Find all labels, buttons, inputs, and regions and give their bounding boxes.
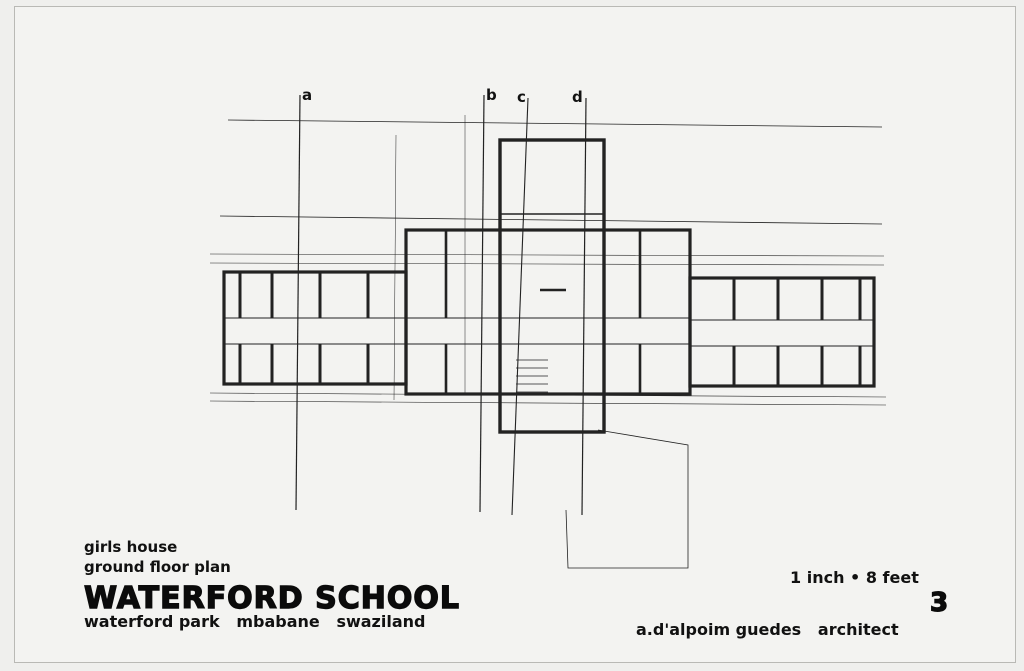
drawing-sheet [14, 6, 1016, 663]
architect-credit: a.d'alpoim guedes architect [636, 620, 899, 639]
east-wing [688, 276, 876, 388]
west-wing [222, 270, 408, 386]
section-label-c: c [517, 88, 526, 106]
section-line-b [479, 94, 485, 513]
central-hall [498, 138, 606, 434]
drawing-title: ground floor plan [84, 558, 231, 576]
drawing-subject: girls house [84, 538, 178, 556]
school-location: waterford park mbabane swaziland [84, 612, 426, 631]
sheet-number: 3 [929, 588, 950, 618]
drawing-scale: 1 inch • 8 feet [790, 568, 919, 587]
dimension-line-top [227, 119, 883, 128]
section-label-b: b [486, 86, 497, 104]
school-name: WATERFORD SCHOOL [83, 581, 460, 616]
dimension-line-mid [219, 215, 883, 225]
section-line-c [511, 97, 529, 516]
section-line-a [295, 94, 301, 511]
section-label-d: d [572, 88, 583, 106]
section-label-a: a [302, 86, 313, 104]
section-line-d [581, 97, 587, 516]
